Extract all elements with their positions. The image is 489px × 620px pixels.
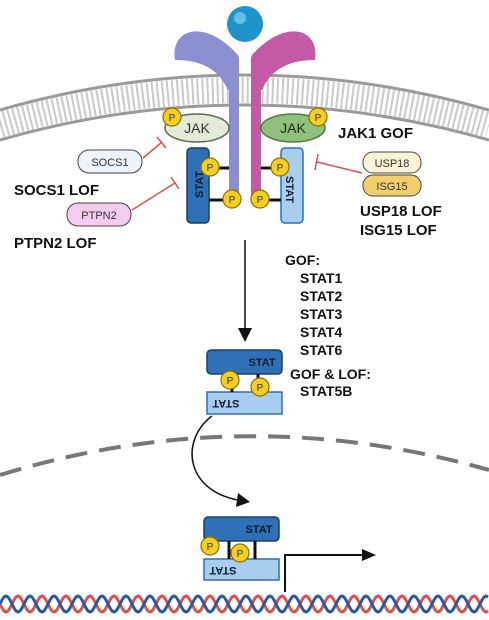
ptpn2-box: PTPN2: [66, 202, 132, 227]
svg-text:STAT: STAT: [248, 357, 275, 369]
gof-lof-header: GOF & LOF:: [290, 366, 371, 382]
svg-text:P: P: [169, 113, 176, 124]
svg-text:JAK: JAK: [280, 120, 306, 136]
phospho-stat-right: P: [250, 189, 270, 209]
dna-helix: [0, 594, 489, 614]
svg-text:STAT: STAT: [245, 524, 272, 536]
svg-text:P: P: [229, 195, 236, 206]
socs1-box: SOCS1: [77, 149, 143, 174]
svg-text:PTPN2: PTPN2: [81, 210, 116, 222]
jak-left: JAK: [164, 113, 230, 143]
inhibition-socs1: [142, 136, 167, 159]
svg-text:P: P: [257, 383, 264, 394]
gof-list: STAT1 STAT2 STAT3 STAT4 STAT6: [300, 269, 342, 359]
activation-arrow: [238, 240, 252, 342]
cytokine-ligand: [227, 6, 263, 42]
gof-item: STAT6: [300, 342, 343, 358]
svg-text:P: P: [237, 549, 244, 560]
phospho-jak-left: P: [162, 107, 182, 127]
svg-text:USP18: USP18: [375, 158, 410, 170]
phospho-receptor-right: P: [270, 157, 290, 177]
usp18-lof-label: USP18 LOF: [360, 203, 442, 220]
usp18-box: USP18: [362, 151, 422, 174]
jak-right: JAK: [260, 113, 326, 143]
svg-text:P: P: [207, 163, 214, 174]
svg-text:P: P: [277, 163, 284, 174]
svg-text:JAK: JAK: [184, 120, 210, 136]
transcription-arrow: [284, 549, 376, 592]
receptor-left-extracellular: [174, 31, 238, 90]
gof-item: STAT4: [300, 324, 343, 340]
gof-item: STAT3: [300, 306, 343, 322]
cytokine-receptor: [174, 6, 316, 205]
gof-item: STAT1: [300, 270, 343, 286]
svg-text:ISG15: ISG15: [376, 181, 407, 193]
inhibition-usp18-isg15: [314, 153, 363, 174]
nuclear-membrane: [0, 434, 489, 477]
gof-header: GOF:: [285, 252, 320, 268]
svg-text:P: P: [207, 542, 214, 553]
receptor-right-extracellular: [252, 31, 316, 90]
svg-text:P: P: [257, 195, 264, 206]
gof-item: STAT2: [300, 288, 343, 304]
svg-text:STAT: STAT: [212, 397, 239, 409]
svg-text:SOCS1: SOCS1: [91, 157, 128, 169]
svg-text:P: P: [315, 113, 322, 124]
phospho-jak-right: P: [308, 107, 328, 127]
phospho-receptor-left: P: [200, 157, 220, 177]
svg-text:P: P: [227, 376, 234, 387]
svg-text:STAT: STAT: [209, 564, 236, 576]
gof-lof-item: STAT5B: [300, 383, 353, 399]
receptor-left-chain: [229, 55, 239, 205]
socs1-lof-label: SOCS1 LOF: [14, 182, 100, 199]
receptor-right-chain: [251, 55, 261, 205]
ptpn2-lof-label: PTPN2 LOF: [14, 235, 97, 252]
jak1-gof-label: JAK1 GOF: [338, 125, 414, 142]
stat-dimer-cytoplasm: STAT STAT P P: [206, 349, 283, 415]
cell-membrane: [0, 73, 489, 142]
inhibition-ptpn2: [131, 176, 180, 211]
svg-text:STAT: STAT: [283, 176, 295, 203]
isg15-lof-label: ISG15 LOF: [360, 222, 437, 239]
isg15-box: ISG15: [362, 174, 422, 197]
svg-text:STAT: STAT: [194, 171, 206, 198]
phospho-stat-left: P: [222, 189, 242, 209]
nuclear-import-arrow: [191, 415, 250, 507]
stat-dimer-nucleus: STAT STAT P P: [200, 516, 280, 581]
